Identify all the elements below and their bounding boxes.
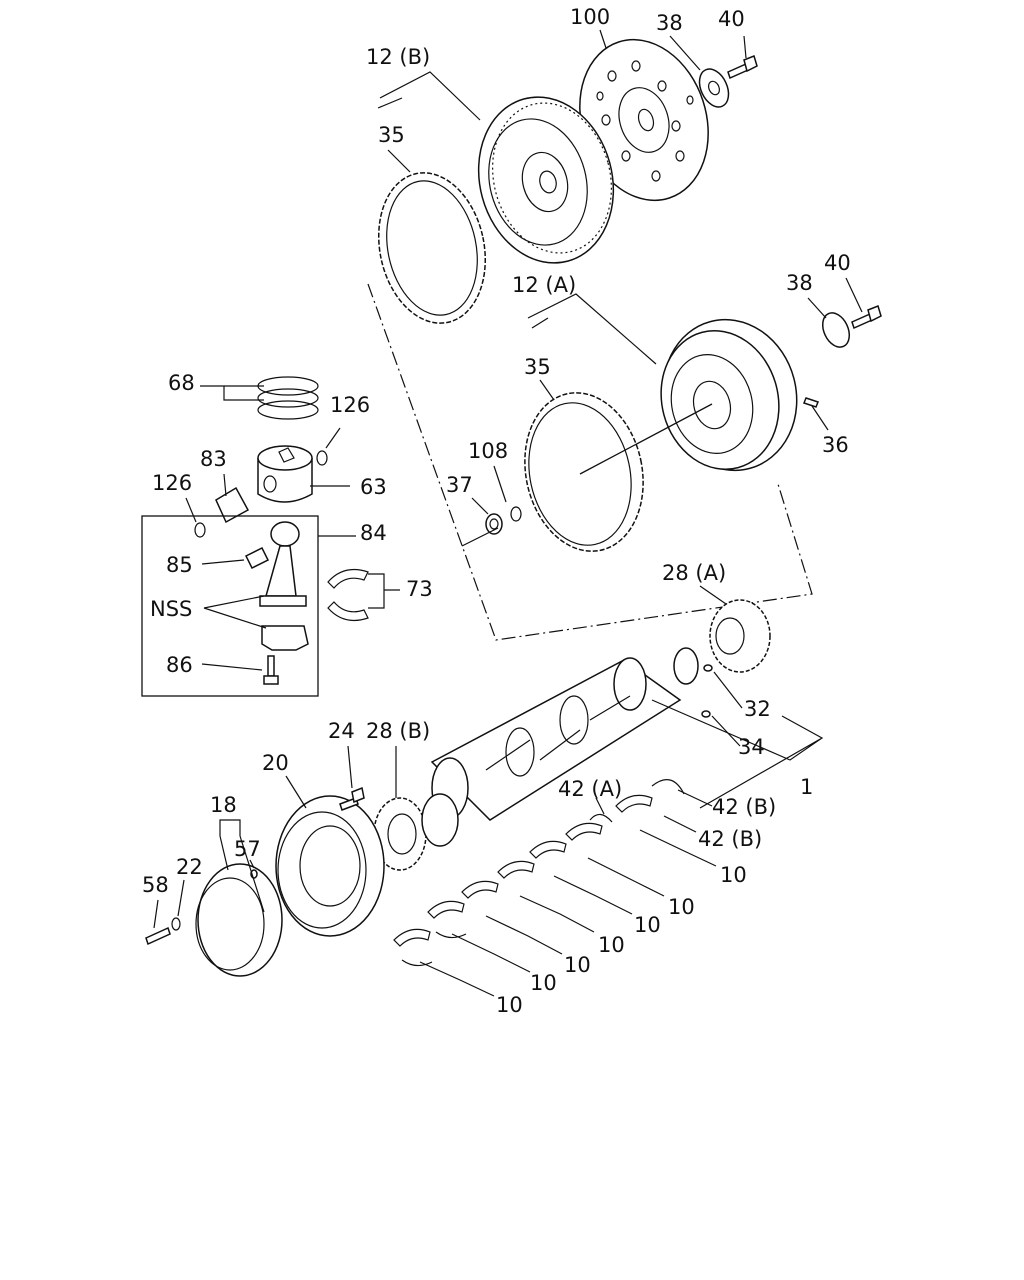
piston-pin-83 — [215, 486, 250, 524]
label-68: 68 — [168, 371, 195, 395]
label-10-3: 10 — [634, 913, 661, 937]
snap-ring-108 — [510, 506, 522, 522]
nose-flange — [421, 793, 459, 847]
flywheel-12a-part — [660, 318, 798, 472]
label-40-mid: 40 — [824, 251, 851, 275]
label-86: 86 — [166, 653, 193, 677]
label-35-mid: 35 — [524, 355, 551, 379]
connecting-rod-box — [141, 515, 319, 697]
part-labels: 12 (B) 100 38 40 35 12 (A) 40 38 35 68 1… — [142, 5, 851, 1017]
washer-22 — [171, 917, 181, 931]
label-20: 20 — [262, 751, 289, 775]
main-bearings-10 — [393, 794, 653, 967]
label-42b-1: 42 (B) — [712, 795, 776, 819]
bushing-85 — [244, 546, 270, 570]
ring-gear-35-top — [377, 172, 487, 324]
ring-gear-35-mid — [524, 392, 713, 552]
label-42a: 42 (A) — [558, 777, 622, 801]
label-57: 57 — [234, 837, 261, 861]
flywheel-12b-part — [477, 96, 615, 264]
label-28b: 28 (B) — [366, 719, 430, 743]
leader-lines — [153, 29, 863, 997]
label-10-2: 10 — [668, 895, 695, 919]
label-22: 22 — [176, 855, 203, 879]
label-32: 32 — [744, 697, 771, 721]
label-36: 36 — [822, 433, 849, 457]
label-10-1: 10 — [720, 863, 747, 887]
bolt-40-top — [727, 54, 758, 80]
label-40-top: 40 — [718, 7, 745, 31]
washer-plate-38-top — [698, 68, 730, 108]
label-58: 58 — [142, 873, 169, 897]
label-12a: 12 (A) — [512, 273, 576, 297]
label-35-top: 35 — [378, 123, 405, 147]
label-34: 34 — [738, 735, 765, 759]
washer-plate-38-mid — [821, 312, 851, 348]
snap-ring-126-left — [194, 522, 206, 538]
label-63: 63 — [360, 475, 387, 499]
label-10-7: 10 — [496, 993, 523, 1017]
damper-18 — [195, 863, 283, 977]
label-83: 83 — [200, 447, 227, 471]
bolt-86 — [263, 655, 279, 685]
label-1: 1 — [800, 775, 813, 799]
label-28a: 28 (A) — [662, 561, 726, 585]
piston-rings-68 — [257, 376, 319, 420]
label-38-mid: 38 — [786, 271, 813, 295]
bolt-24 — [339, 786, 365, 811]
bolt-58 — [145, 926, 171, 946]
key-34 — [701, 710, 711, 718]
crank-pulley-20 — [275, 795, 385, 937]
label-84: 84 — [360, 521, 387, 545]
bolt-40-mid — [851, 304, 882, 330]
label-nss: NSS — [150, 597, 192, 621]
snap-ring-126-right — [316, 450, 328, 466]
connecting-rod-84 — [259, 521, 309, 651]
label-10-4: 10 — [598, 933, 625, 957]
label-12b: 12 (B) — [366, 45, 430, 69]
label-100: 100 — [570, 5, 610, 29]
label-10-6: 10 — [530, 971, 557, 995]
pilot-bearing-37 — [485, 513, 503, 535]
label-38-top: 38 — [656, 11, 683, 35]
timing-gear-28a — [709, 599, 771, 673]
label-126-right: 126 — [330, 393, 370, 417]
label-24: 24 — [328, 719, 355, 743]
label-108: 108 — [468, 439, 508, 463]
piston-63 — [257, 445, 313, 503]
rod-bearing-73 — [327, 569, 369, 621]
label-85: 85 — [166, 553, 193, 577]
label-37: 37 — [446, 473, 473, 497]
label-126-left: 126 — [152, 471, 192, 495]
label-42b-2: 42 (B) — [698, 827, 762, 851]
label-10-5: 10 — [564, 953, 591, 977]
flexplate-part — [579, 38, 709, 202]
dowel-pin-36 — [803, 397, 819, 408]
label-18: 18 — [210, 793, 237, 817]
label-73: 73 — [406, 577, 433, 601]
key-32 — [703, 664, 713, 672]
thrust-washers-42 — [589, 779, 685, 823]
